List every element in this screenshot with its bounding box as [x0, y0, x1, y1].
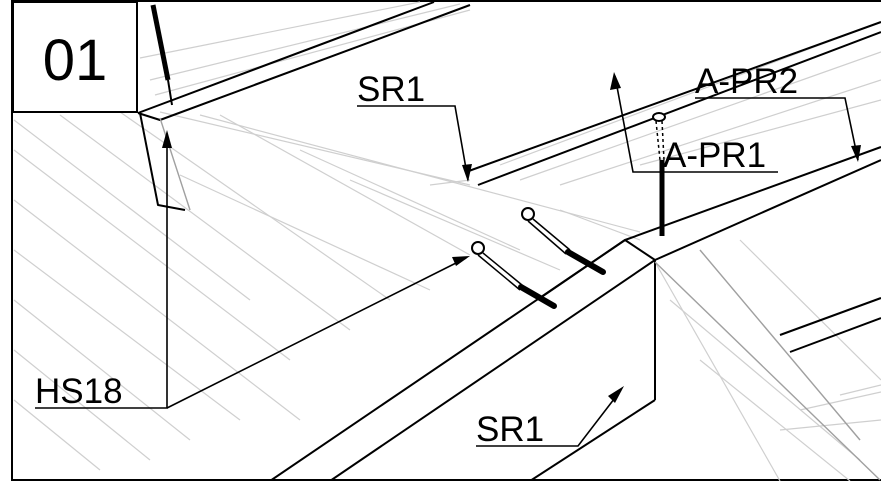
label-sr1-bottom: SR1 [476, 410, 544, 449]
member-outlines [137, 1, 881, 481]
arrowheads [162, 72, 861, 403]
label-hs18: HS18 [35, 372, 123, 411]
secondary-outlines [159, 117, 881, 481]
screw-top-left [150, 4, 173, 106]
label-sr1-top: SR1 [357, 70, 425, 109]
screws [150, 4, 666, 309]
leaders [35, 75, 859, 447]
step-number-box: 01 [12, 1, 138, 113]
screw-diagonal-1 [471, 241, 557, 309]
step-number: 01 [43, 28, 108, 93]
label-a-pr2: A-PR2 [695, 62, 798, 101]
label-a-pr1: A-PR1 [663, 136, 766, 175]
screw-diagonal-2 [521, 207, 606, 275]
